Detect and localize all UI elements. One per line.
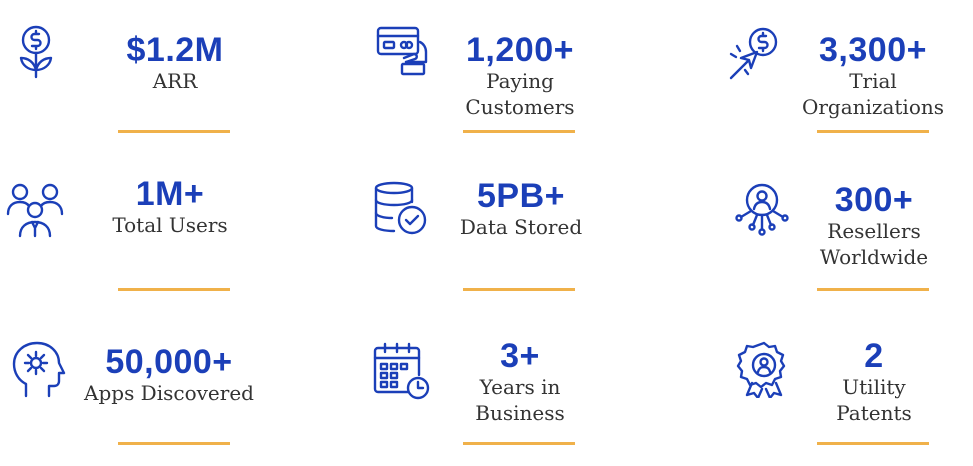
users-group-icon xyxy=(6,180,64,238)
stat-value: 3,300+ xyxy=(819,31,927,69)
stat-utility-patents: 2 Utility Patents xyxy=(779,338,969,426)
divider xyxy=(463,288,575,291)
stat-arr: $1.2M ARR xyxy=(80,32,270,94)
network-person-icon xyxy=(733,180,791,238)
stat-label-line-1: Paying xyxy=(486,69,554,93)
calendar-clock-icon xyxy=(372,342,430,400)
divider xyxy=(118,288,230,291)
stat-value: 5PB+ xyxy=(477,177,565,215)
divider xyxy=(817,442,929,445)
database-check-icon xyxy=(372,180,430,238)
stat-value: 50,000+ xyxy=(105,343,233,381)
stat-label-line-2: Business xyxy=(475,401,565,425)
divider xyxy=(118,130,230,133)
click-dollar-icon xyxy=(725,26,783,84)
stat-value: 300+ xyxy=(834,181,914,219)
stat-label: Apps Discovered xyxy=(84,381,254,405)
stat-value: 1M+ xyxy=(135,175,205,213)
stat-paying-customers: 1,200+ Paying Customers xyxy=(425,32,615,120)
stat-label-line-1: Resellers xyxy=(827,219,921,243)
divider xyxy=(817,130,929,133)
stat-label: Data Stored xyxy=(459,215,583,239)
stat-label-line-2: Worldwide xyxy=(819,245,929,269)
stat-resellers: 300+ Resellers Worldwide xyxy=(779,182,969,270)
stat-label-line-1: Trial xyxy=(849,69,897,93)
award-badge-icon xyxy=(735,340,793,398)
stat-label-line-2: Organizations xyxy=(801,95,945,119)
stat-label-line-1: Utility xyxy=(842,375,906,399)
stat-value: $1.2M xyxy=(126,31,224,69)
stat-label-line-2: Customers xyxy=(465,95,575,119)
stat-data-stored: 5PB+ Data Stored xyxy=(426,178,616,240)
money-plant-icon xyxy=(12,22,70,80)
stat-value: 1,200+ xyxy=(466,31,574,69)
stat-value: 2 xyxy=(864,337,884,375)
stat-apps-discovered: 50,000+ Apps Discovered xyxy=(74,344,264,406)
stat-label: ARR xyxy=(152,69,198,93)
stat-label: Total Users xyxy=(112,213,228,237)
card-payment-icon xyxy=(374,22,432,80)
stat-label-line-2: Patents xyxy=(836,401,912,425)
head-gear-icon xyxy=(10,340,68,398)
stat-years-in-business: 3+ Years in Business xyxy=(425,338,615,426)
divider xyxy=(463,442,575,445)
stat-label-line-1: Years in xyxy=(479,375,561,399)
stat-total-users: 1M+ Total Users xyxy=(75,176,265,238)
divider xyxy=(817,288,929,291)
stat-trial-organizations: 3,300+ Trial Organizations xyxy=(778,32,968,120)
divider xyxy=(118,442,230,445)
stat-value: 3+ xyxy=(500,337,540,375)
divider xyxy=(463,130,575,133)
